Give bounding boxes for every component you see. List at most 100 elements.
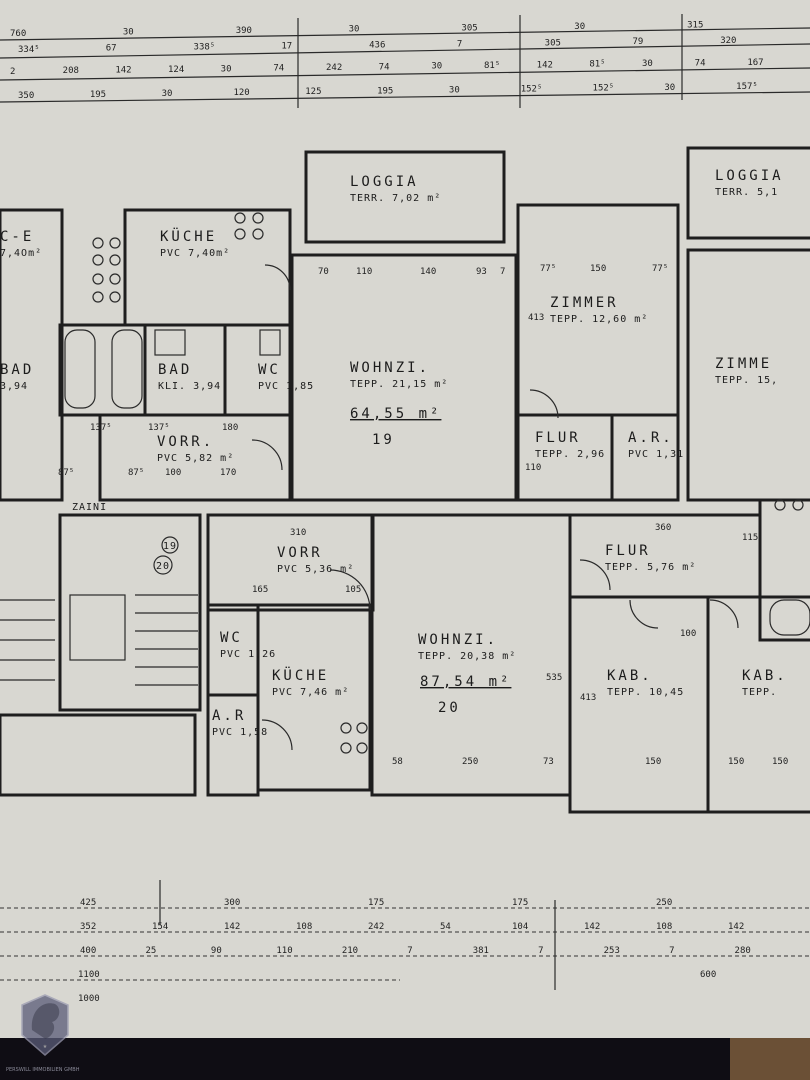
dimension-label: 208: [63, 66, 79, 76]
unit-marker-20: [153, 555, 173, 575]
dimension-label: 400: [80, 946, 96, 956]
dimension-label: 110: [356, 267, 372, 277]
dimension-label: 535: [546, 673, 562, 683]
dimension-label: 1100: [78, 970, 100, 980]
dimension-label: 7: [500, 267, 505, 277]
dimension-label: 390: [236, 26, 252, 36]
room-name-zimmer-right: ZIMME: [715, 356, 772, 372]
dimension-label: 320: [720, 36, 736, 46]
dimension-label: 167: [747, 58, 763, 68]
dimension-label: 74: [273, 64, 284, 74]
room-detail-kueche-top: PVC 7,40m²: [160, 248, 230, 259]
dimension-label: 137⁵: [90, 423, 112, 433]
dimension-label: 54: [440, 922, 451, 932]
room-detail-vorr-19: PVC 5,82 m²: [157, 453, 234, 464]
unit-number: 19: [372, 432, 395, 448]
room-detail-kab-right: TEPP.: [742, 687, 777, 698]
dimension-label: 81⁵: [589, 60, 605, 70]
bathtub-icon: [769, 599, 810, 636]
dimension-label: 250: [656, 898, 672, 908]
room-name-kueche-left: C-E: [0, 229, 34, 245]
dimension-label: 150: [590, 264, 606, 274]
dimension-label: 250: [462, 757, 478, 767]
dimension-label: 7: [669, 946, 674, 956]
dimension-label: 195: [90, 90, 106, 100]
dimension-label: 170: [220, 468, 236, 478]
room-name-wohnzi-19: WOHNZI.: [350, 360, 430, 376]
dimension-label: 25: [145, 946, 156, 956]
dimension-label: 110: [276, 946, 292, 956]
dimension-label: 30: [449, 85, 460, 95]
dimension-label: 30: [162, 89, 173, 99]
room-detail-kueche-left: 7,4Om²: [0, 248, 42, 259]
dimension-label: 17: [281, 42, 292, 52]
dimension-label: 300: [224, 898, 240, 908]
room-name-bad-19: BAD: [158, 362, 192, 378]
dimension-label: 74: [379, 62, 390, 72]
dimension-label: 152⁵: [593, 84, 615, 94]
dimension-label: 30: [574, 22, 585, 32]
dimension-label: 1000: [78, 994, 100, 1004]
room-name-kab-20: KAB.: [607, 668, 653, 684]
room-name-kueche-20: KÜCHE: [272, 666, 329, 684]
room-name-vorr-20: VORR: [277, 545, 323, 561]
unit-total-area: 64,55 m²: [350, 406, 441, 422]
room-name-kab-right: KAB.: [742, 668, 788, 684]
unit-number: 20: [438, 700, 461, 716]
dimension-label: 7: [407, 946, 412, 956]
room-name-flur-19: FLUR: [535, 430, 581, 446]
dimension-label: 315: [687, 21, 703, 31]
svg-text:★: ★: [43, 1042, 48, 1050]
stair-mark-19: 19: [163, 541, 177, 552]
sink-icon: [154, 329, 186, 356]
dimension-label: 142: [728, 922, 744, 932]
room-name-bad-left: BAD: [0, 362, 34, 378]
room-detail-kueche-20: PVC 7,46 m²: [272, 687, 349, 698]
dimension-label: 381: [473, 946, 489, 956]
dimension-label: 100: [165, 468, 181, 478]
dimension-label: 30: [431, 62, 442, 72]
bathtub-icon: [111, 329, 143, 409]
room-name-loggia-right: LOGGIA: [715, 168, 784, 184]
dimension-label: 142: [537, 60, 553, 70]
dimension-label: 87⁵: [128, 468, 144, 478]
dimension-label: 90: [211, 946, 222, 956]
room-detail-zimmer-19: TEPP. 12,60 m²: [550, 314, 648, 325]
dimension-label: 7: [538, 946, 543, 956]
dimension-label: 74: [695, 58, 706, 68]
dimension-label: 70: [318, 267, 329, 277]
dimension-label: 152⁵: [521, 85, 543, 95]
dimension-label: 760: [10, 29, 26, 39]
dimension-label: 425: [80, 898, 96, 908]
dimension-label: 165: [252, 585, 268, 595]
room-detail-ar-20: PVC 1,58: [212, 727, 268, 738]
dimension-label: 7: [457, 39, 462, 49]
room-detail-loggia-19: TERR. 7,02 m²: [350, 193, 441, 204]
dimension-label: 338⁵: [194, 43, 216, 53]
dimension-label: 124: [168, 65, 184, 75]
room-detail-flur-20: TEPP. 5,76 m²: [605, 562, 696, 573]
dimension-label: 157⁵: [736, 82, 758, 92]
dimension-label: 81⁵: [484, 61, 500, 71]
zaini-label: ZAINI: [72, 502, 107, 513]
room-detail-zimmer-right: TEPP. 15,: [715, 375, 778, 386]
dimension-label: 242: [326, 63, 342, 73]
room-name-kueche-top: KÜCHE: [160, 227, 217, 245]
unit-marker-19: [161, 536, 179, 554]
room-detail-ar-19: PVC 1,31: [628, 449, 684, 460]
dimension-label: 413: [580, 693, 596, 703]
dimension-label: 436: [369, 40, 385, 50]
room-detail-flur-19: TEPP. 2,96: [535, 449, 605, 460]
dimension-label: 180: [222, 423, 238, 433]
dimension-label: 350: [18, 91, 34, 101]
dimension-label: 310: [290, 528, 306, 538]
room-detail-wc-19: PVC 1,85: [258, 381, 314, 392]
dimension-label: 360: [655, 523, 671, 533]
bathtub-icon: [64, 329, 96, 409]
room-name-loggia-19: LOGGIA: [350, 174, 419, 190]
dimension-label: 30: [664, 83, 675, 93]
